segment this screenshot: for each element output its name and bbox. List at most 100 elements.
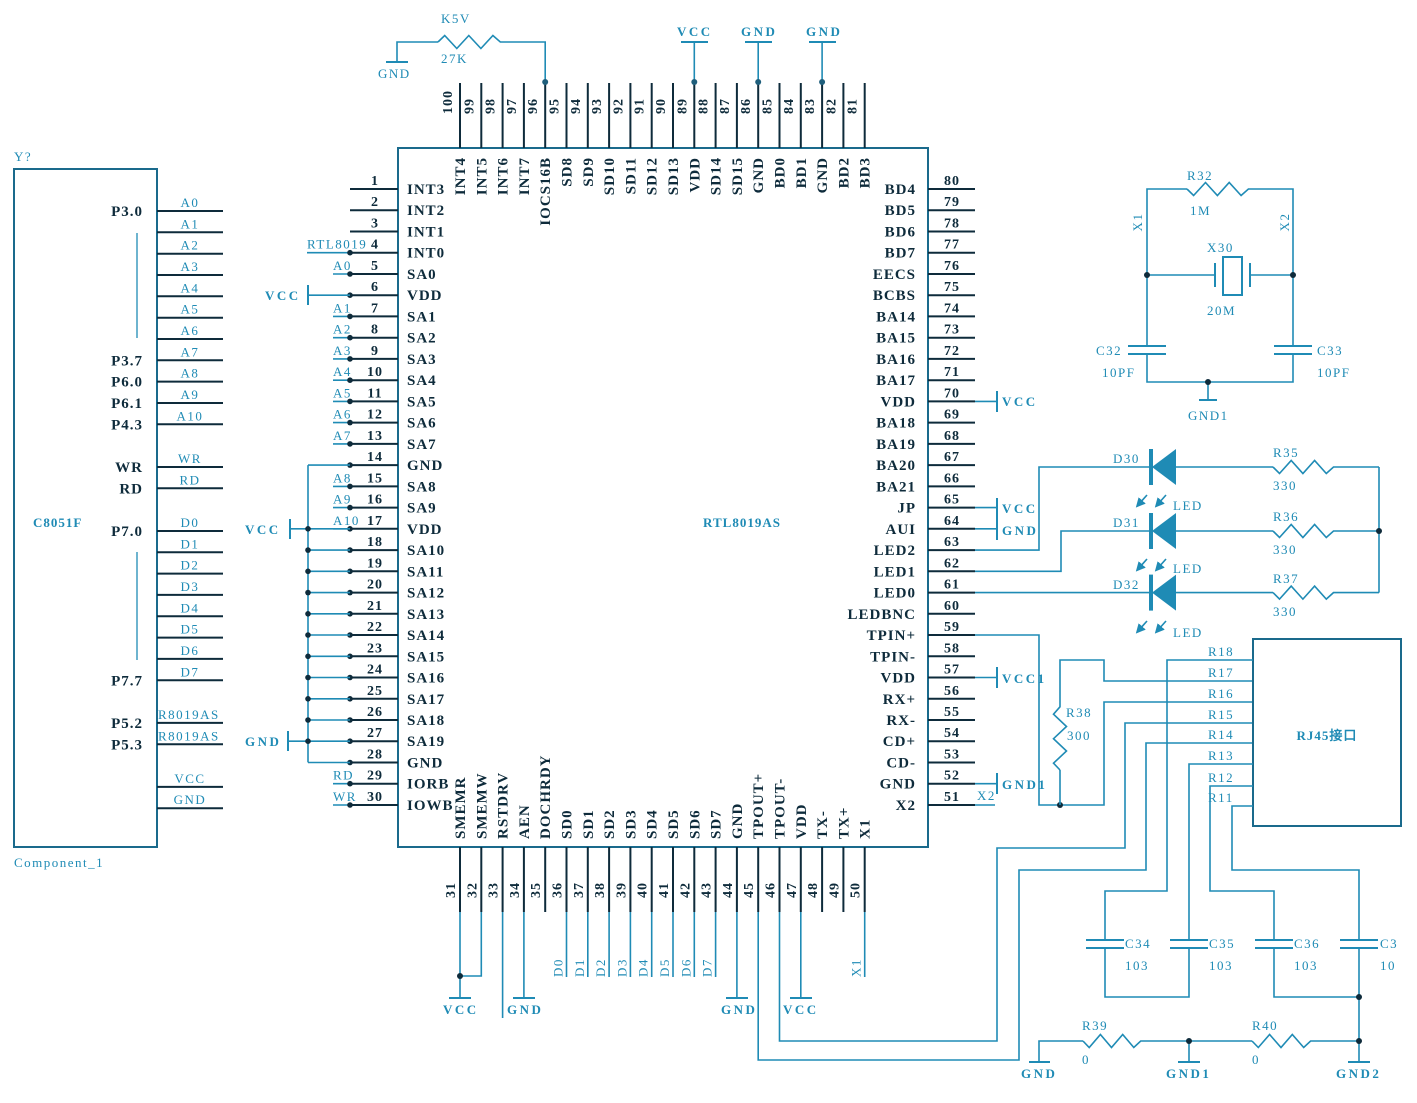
pin-label: INT4 (453, 157, 469, 195)
net-label: A0 (333, 258, 352, 273)
junction-dot (305, 632, 311, 638)
pin-label: SA8 (407, 479, 437, 495)
cap-ref-label: C35 (1209, 936, 1235, 951)
pin-label: SA7 (407, 437, 437, 453)
pin-label: SA19 (407, 734, 445, 750)
pin-label: SA11 (407, 564, 444, 580)
pin-label: SD9 (581, 157, 597, 187)
port-name: P7.7 (111, 673, 143, 689)
gnd-stem (1038, 1040, 1083, 1062)
pin-number: 87 (718, 98, 733, 114)
junction-dot (347, 356, 353, 362)
pin-label: BA14 (876, 309, 916, 325)
net-label: A10 (333, 513, 360, 528)
pin-number: 75 (944, 280, 960, 295)
net-label: A5 (181, 302, 200, 317)
junction-dot (691, 79, 698, 85)
led-type-label: LED (1173, 498, 1203, 513)
pin-number: 31 (444, 882, 459, 898)
pin-number: 96 (526, 98, 541, 114)
pin-label: SA1 (407, 309, 437, 325)
resistor-ref-label: R36 (1273, 509, 1299, 524)
pin-number: 100 (441, 90, 456, 114)
pin-label: DOCHRDY (538, 755, 554, 840)
pin-number: 16 (367, 493, 383, 508)
mcu-pin-16: D2 (157, 558, 223, 575)
r18-wire (1104, 659, 1253, 940)
pin-number: 22 (367, 620, 383, 635)
pin-label: SMEMR (453, 777, 469, 840)
pin-label: SMEMW (474, 772, 490, 839)
x2-net-label: X2 (977, 788, 996, 803)
oscillator-circuit: R32 1M X1 X2 X30 20M C32 10PF C33 10PF G… (1096, 168, 1350, 423)
r38-top-lead (1059, 659, 1253, 702)
pin-number: 14 (367, 450, 383, 465)
pin-number: 9 (371, 344, 379, 359)
pin-number: 67 (944, 450, 960, 465)
pin-label: SD0 (560, 809, 576, 839)
pin-number: 36 (551, 882, 566, 898)
pin-label: SA17 (407, 692, 445, 708)
pin-number: 85 (761, 98, 776, 114)
data-bus-label-d3: D3 (614, 958, 629, 977)
pin-label: SA6 (407, 416, 437, 432)
c33-value-label: 10PF (1317, 365, 1350, 380)
junction-dot (1290, 272, 1296, 278)
pin-number: 8 (371, 323, 379, 338)
pin-label: SA2 (407, 331, 437, 347)
mcu-pin-18: D4 (157, 600, 223, 618)
rj45-pin-label: R17 (1208, 665, 1234, 680)
tpout-plus-to-r14-wire (757, 742, 1253, 1061)
pin-number: 83 (803, 98, 818, 114)
pin-number: 56 (944, 684, 960, 699)
pin-number: 79 (944, 195, 960, 210)
ground-label: GND (806, 24, 842, 39)
cap-value-label: 103 (1294, 958, 1318, 973)
junction-dot (305, 717, 311, 723)
pin-label: GND (751, 157, 767, 193)
mcu-footer-label: Component_1 (14, 855, 104, 870)
junction-dot (305, 674, 311, 681)
r38-resistor-body (1052, 702, 1068, 771)
net-label: A1 (181, 216, 200, 231)
pin-number: 94 (569, 98, 584, 114)
pin-label: SA3 (407, 352, 437, 368)
x1-net-label: X1 (1130, 213, 1145, 232)
light-emission-arrow-icon (1154, 620, 1167, 634)
net-label: D4 (181, 600, 200, 615)
resistor-value-label: 330 (1273, 604, 1297, 619)
led1-wire (975, 530, 1150, 573)
junction-dot (305, 547, 311, 553)
rtl8019as-part-name: RTL8019AS (703, 515, 781, 530)
vcc1-label: VCC1 (1002, 671, 1047, 686)
junction-dot (305, 568, 311, 575)
pin-number: 72 (944, 344, 960, 359)
bottom-connections: VCC GND D0 D1 D2 D3 D4 D5 D6 D7 GND VCC … (443, 722, 1253, 1061)
pin-label: RX+ (883, 692, 916, 708)
light-emission-arrow-icon (1135, 494, 1148, 508)
net-label: D6 (181, 643, 200, 658)
port-name: RD (119, 481, 143, 497)
pin-number: 11 (367, 386, 382, 401)
r32-ref-label: R32 (1187, 168, 1213, 183)
pin-label: SD1 (581, 809, 597, 839)
rtl8019as-component: RTL8019AS 1INT32INT23INT14INT0RTL80195SA… (307, 83, 975, 912)
pin-number: 26 (367, 705, 383, 720)
